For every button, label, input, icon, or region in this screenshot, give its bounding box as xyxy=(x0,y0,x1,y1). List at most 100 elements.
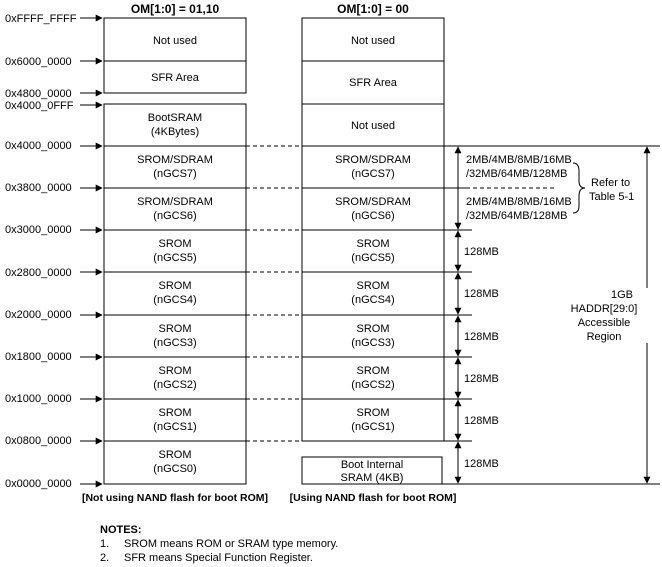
note-text: SFR means Special Function Register. xyxy=(124,552,313,564)
note-number: 2. xyxy=(100,552,109,564)
region-label: Not used xyxy=(351,35,395,47)
right-region-ngcs2 xyxy=(301,356,445,400)
region-sublabel: (nGCS5) xyxy=(153,252,196,264)
left-region-not-used xyxy=(103,17,247,62)
region-label: SROM xyxy=(357,280,390,292)
left-region-sfr xyxy=(103,60,247,94)
address-label: 0xFFFF_FFFF xyxy=(5,13,77,25)
notes-title: NOTES: xyxy=(100,524,142,536)
left-region-ngcs5 xyxy=(103,229,247,273)
size-label: 128MB xyxy=(464,373,499,385)
region-label: SROM xyxy=(159,238,192,250)
left-region-ngcs4 xyxy=(103,271,247,316)
region-sublabel: (nGCS4) xyxy=(351,294,394,306)
left-region-ngcs2 xyxy=(103,356,247,400)
address-label: 0x4000_0FFF xyxy=(5,100,74,112)
region-label: SROM/SDRAM xyxy=(137,154,213,166)
left-region-ngcs6 xyxy=(103,187,247,231)
region-label: Boot Internal xyxy=(341,459,403,471)
region-sublabel: (nGCS1) xyxy=(351,421,394,433)
right-region-ngcs5 xyxy=(301,229,445,273)
accessible-label: Region xyxy=(587,331,622,343)
size-label: 128MB xyxy=(464,458,499,470)
address-label: 0x2000_0000 xyxy=(5,309,72,321)
region-sublabel: (nGCS5) xyxy=(351,252,394,264)
region-sublabel: (4KBytes) xyxy=(151,126,199,138)
region-sublabel: (nGCS6) xyxy=(153,210,196,222)
region-label: SROM xyxy=(357,323,390,335)
size-label: 128MB xyxy=(464,415,499,427)
right-memory-column: Not used SFR Area Not used SROM/SDRAM (n… xyxy=(301,17,445,485)
left-region-ngcs7 xyxy=(103,145,247,189)
address-label: 0x4000_0000 xyxy=(5,140,72,152)
region-sublabel: SRAM (4KB) xyxy=(341,472,404,484)
region-sublabel: (nGCS2) xyxy=(153,379,196,391)
region-label: SROM/SDRAM xyxy=(137,196,213,208)
size-label: 128MB xyxy=(464,331,499,343)
region-label: SFR Area xyxy=(349,77,398,89)
address-label: 0x0000_0000 xyxy=(5,478,72,490)
region-label: SROM xyxy=(159,280,192,292)
region-sublabel: (nGCS3) xyxy=(153,337,196,349)
refer-label: Refer to xyxy=(591,177,630,189)
extension-lines xyxy=(442,145,660,485)
refer-label: Table 5-1 xyxy=(589,191,634,203)
region-sublabel: (nGCS7) xyxy=(351,168,394,180)
region-sublabel: (nGCS1) xyxy=(153,421,196,433)
address-label: 0x3800_0000 xyxy=(5,182,72,194)
left-memory-column: Not used SFR Area BootSRAM (4KBytes) SRO… xyxy=(103,17,247,485)
curly-brace xyxy=(572,162,586,214)
region-label: Not used xyxy=(153,35,197,47)
size-labels: 2MB/4MB/8MB/16MB /32MB/64MB/128MB 2MB/4M… xyxy=(464,154,572,470)
right-region-ngcs6 xyxy=(301,187,445,231)
note-number: 1. xyxy=(100,538,109,550)
right-region-ngcs7 xyxy=(301,145,445,189)
region-label: SROM xyxy=(357,365,390,377)
right-region-not-used-top xyxy=(301,17,445,62)
region-sublabel: (nGCS7) xyxy=(153,168,196,180)
address-labels: 0xFFFF_FFFF 0x6000_0000 0x4800_0000 0x40… xyxy=(5,13,77,490)
accessible-label: Accessible xyxy=(578,317,631,329)
region-sublabel: (nGCS4) xyxy=(153,294,196,306)
left-region-ngcs3 xyxy=(103,314,247,358)
right-region-not-used xyxy=(301,103,445,147)
right-caption: [Using NAND flash for boot ROM] xyxy=(290,492,457,504)
size-label: 2MB/4MB/8MB/16MB xyxy=(466,154,572,166)
region-label: SROM/SDRAM xyxy=(335,196,411,208)
note-text: SROM means ROM or SRAM type memory. xyxy=(124,538,338,550)
address-label: 0x1800_0000 xyxy=(5,351,72,363)
notes-section: NOTES: 1. SROM means ROM or SRAM type me… xyxy=(100,524,338,564)
address-label: 0x3000_0000 xyxy=(5,224,72,236)
right-region-sfr xyxy=(301,60,445,105)
right-column-header: OM[1:0] = 00 xyxy=(337,2,409,16)
left-column-header: OM[1:0] = 01,10 xyxy=(131,2,220,16)
address-arrows xyxy=(80,14,103,488)
address-label: 0x1000_0000 xyxy=(5,393,72,405)
left-region-ngcs0 xyxy=(103,440,247,485)
size-label: 2MB/4MB/8MB/16MB xyxy=(466,196,572,208)
region-label: SROM xyxy=(159,407,192,419)
size-label: /32MB/64MB/128MB xyxy=(466,210,568,222)
size-label: 128MB xyxy=(464,246,499,258)
right-region-ngcs3 xyxy=(301,314,445,358)
region-label: SROM/SDRAM xyxy=(335,154,411,166)
region-label: BootSRAM xyxy=(148,112,202,124)
region-label: SROM xyxy=(159,323,192,335)
region-sublabel: (nGCS0) xyxy=(153,463,196,475)
region-sublabel: (nGCS3) xyxy=(351,337,394,349)
right-region-ngcs4 xyxy=(301,271,445,316)
accessible-region-label: 1GB HADDR[29:0] Accessible Region xyxy=(571,289,638,343)
left-region-ngcs1 xyxy=(103,398,247,442)
region-sublabel: (nGCS6) xyxy=(351,210,394,222)
accessible-label: 1GB xyxy=(611,289,633,301)
left-caption: [Not using NAND flash for boot ROM] xyxy=(82,492,268,504)
address-label: 0x2800_0000 xyxy=(5,267,72,279)
address-label: 0x0800_0000 xyxy=(5,435,72,447)
region-label: SROM xyxy=(357,407,390,419)
right-region-boot-internal-sram xyxy=(301,456,443,485)
region-label: SFR Area xyxy=(151,72,200,84)
region-sublabel: (nGCS2) xyxy=(351,379,394,391)
size-label: /32MB/64MB/128MB xyxy=(466,168,568,180)
address-label: 0x4800_0000 xyxy=(5,88,72,100)
